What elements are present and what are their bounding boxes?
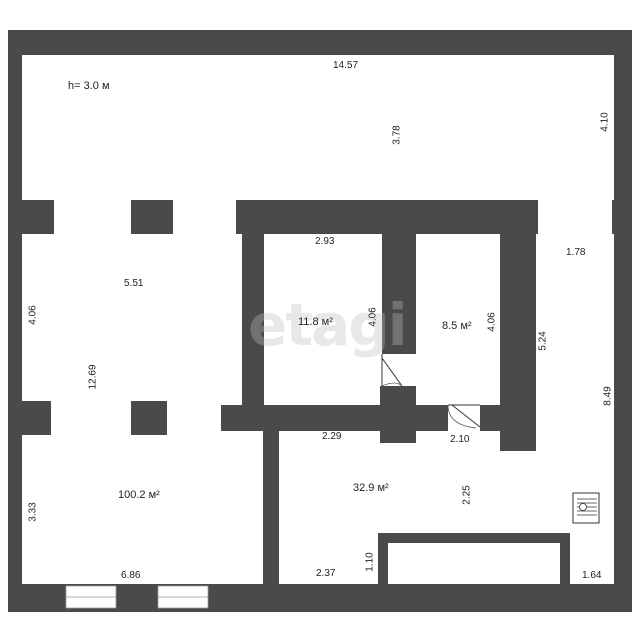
dim-room-a-height: 4.06 [367, 307, 379, 327]
area-room-small-left: 11.8 м² [298, 316, 333, 328]
dim-top-height: 3.78 [391, 125, 403, 145]
ceiling-height-label: h= 3.0 м [68, 80, 110, 92]
door-room-a [381, 354, 403, 387]
outer-wall-top [8, 30, 632, 55]
dim-top-length: 14.57 [333, 60, 359, 71]
wall-room-a-b-divider [382, 232, 416, 354]
stairs-icon [572, 492, 600, 524]
watermark-logo: etagi [248, 291, 408, 359]
niche-interior [388, 543, 560, 584]
pillar-center [131, 401, 167, 435]
dim-room-b-height: 4.06 [486, 312, 498, 332]
wall-room-a-left [242, 200, 264, 431]
wall-room-b-right [500, 232, 536, 451]
dim-right-top: 4.10 [599, 112, 611, 132]
dim-right-corridor-height: 5.24 [537, 331, 549, 351]
pillar-left-top [8, 200, 54, 234]
dim-right-total-height: 8.49 [602, 386, 614, 406]
wall-mid-horizontal [236, 200, 538, 234]
dim-room-c-bottom-right: 1.64 [582, 570, 602, 581]
area-room-bottom-right: 32.9 м² [353, 482, 389, 494]
dim-room-a-width: 2.93 [315, 236, 335, 247]
area-room-small-right: 8.5 м² [442, 320, 472, 332]
dim-hall-left-top: 4.06 [27, 305, 39, 325]
dim-hall-bottom: 6.86 [121, 570, 141, 581]
window-right [157, 585, 209, 609]
pillar-mid-top [131, 200, 173, 234]
outer-wall-right [614, 30, 632, 612]
wall-lower-column [380, 386, 416, 443]
wall-lower-horizontal-mid [416, 405, 448, 431]
dim-room-c-top-left: 2.29 [322, 431, 342, 442]
wall-right-stub [612, 200, 632, 234]
dim-hall-left-mid: 12.69 [87, 364, 99, 390]
wall-lower-horizontal-left [221, 405, 382, 431]
wall-lower-horizontal-right [480, 405, 502, 431]
pillar-left-mid [8, 401, 51, 435]
wall-room-c-left [263, 429, 279, 589]
area-room-hall: 100.2 м² [118, 489, 160, 501]
door-room-b [447, 404, 481, 429]
outer-wall-left [8, 30, 22, 612]
dim-room-c-niche-height: 1.10 [364, 552, 376, 572]
dim-hall-left-bottom: 3.33 [27, 502, 39, 522]
dim-hall-width: 5.51 [124, 278, 144, 289]
dim-room-c-top-right: 2.10 [450, 434, 470, 445]
window-left [65, 585, 117, 609]
dim-room-c-bottom-left: 2.37 [316, 568, 336, 579]
dim-room-c-height: 2.25 [461, 485, 473, 505]
dim-right-corridor-width: 1.78 [566, 247, 586, 258]
